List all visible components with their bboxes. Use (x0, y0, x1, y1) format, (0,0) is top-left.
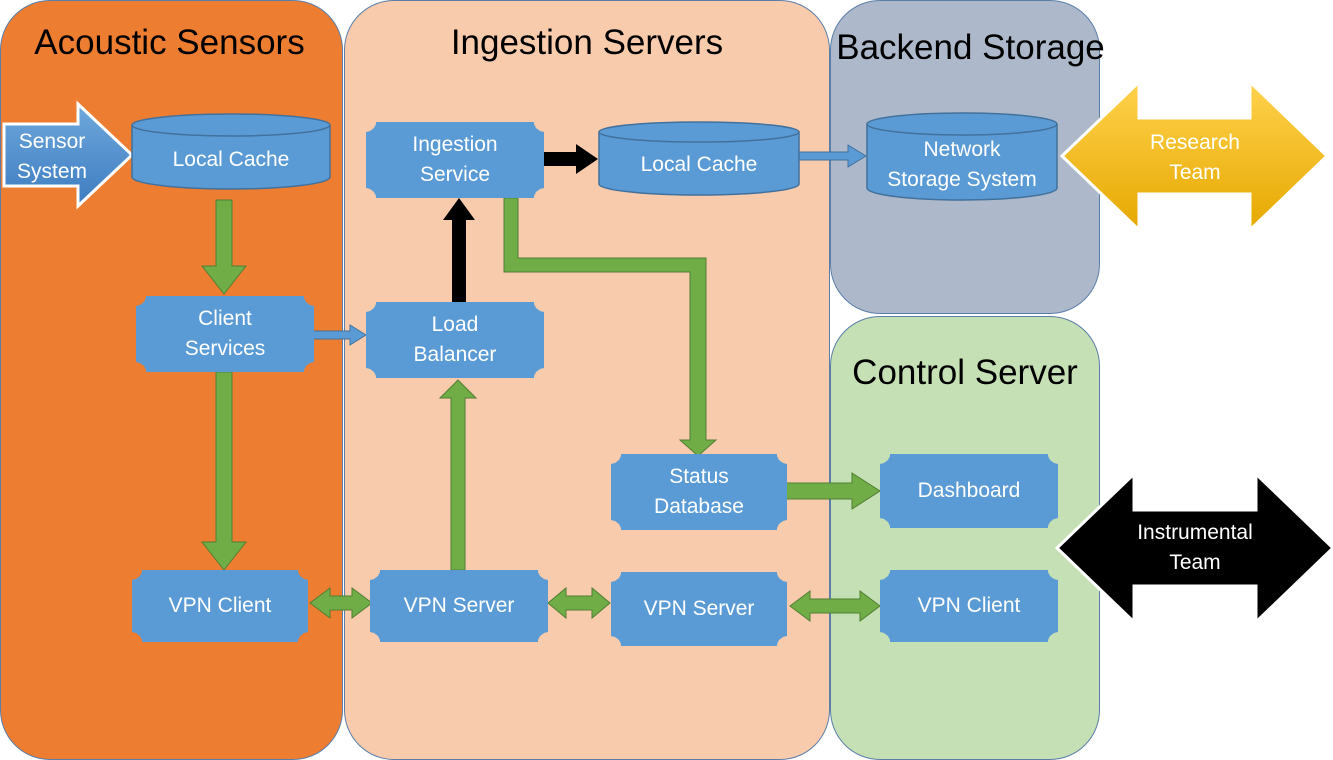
dashboard-node: Dashboard (880, 454, 1058, 528)
arrow-cache-to-client-services (200, 199, 248, 295)
arrow-status-db-to-dashboard (783, 472, 881, 510)
arrow-vpn-server-to-load-balancer (438, 379, 478, 571)
region-title-backend-storage: Backend Storage (836, 28, 1105, 67)
arrow-load-balancer-to-ingestion-service (443, 198, 475, 302)
research-team-label: Research Team (1150, 131, 1240, 184)
sensor-local-cache-label: Local Cache (172, 148, 290, 171)
ingestion-local-cache-label: Local Cache (640, 153, 758, 176)
region-title-acoustic-sensors: Acoustic Sensors (34, 23, 305, 62)
network-storage-cylinder (866, 112, 1058, 201)
region-title-ingestion-servers: Ingestion Servers (450, 23, 724, 62)
sensor-vpn-client-node: VPN Client (132, 570, 308, 642)
status-database-node: Status Database (611, 454, 787, 530)
network-storage-label: Network Storage System (887, 138, 1037, 191)
arrow-ingestion-service-to-status-db (503, 197, 718, 457)
arrow-client-services-to-vpn-client (200, 371, 248, 571)
sensor-system-label: Sensor System (16, 130, 87, 183)
instrumental-team-label: Instrumental Team (1137, 521, 1253, 574)
arrow-client-services-to-load-balancer (311, 324, 367, 346)
arrow-vpn-server-vpn-server (547, 586, 611, 620)
ingestion-vpn-server-node: VPN Server (370, 570, 548, 642)
load-balancer-node: Load Balancer (366, 302, 544, 378)
arrow-ingestion-service-to-local-cache (543, 144, 598, 174)
research-team-shape (1059, 78, 1330, 234)
ingestion-service-node: Ingestion Service (366, 122, 544, 198)
region-title-control-server: Control Server (852, 353, 1078, 392)
control-vpn-server-node: VPN Server (611, 572, 787, 646)
region-control-server: Control Server (830, 316, 1100, 760)
sensor-local-cache-cylinder (131, 113, 331, 190)
arrow-local-cache-to-network-storage (798, 144, 867, 168)
instrumental-team-shape (1054, 470, 1333, 626)
client-services-node: Client Services (136, 296, 314, 372)
control-vpn-client-node: VPN Client (880, 570, 1058, 642)
ingestion-local-cache-cylinder (598, 121, 800, 196)
sensor-system-shape (2, 100, 135, 210)
